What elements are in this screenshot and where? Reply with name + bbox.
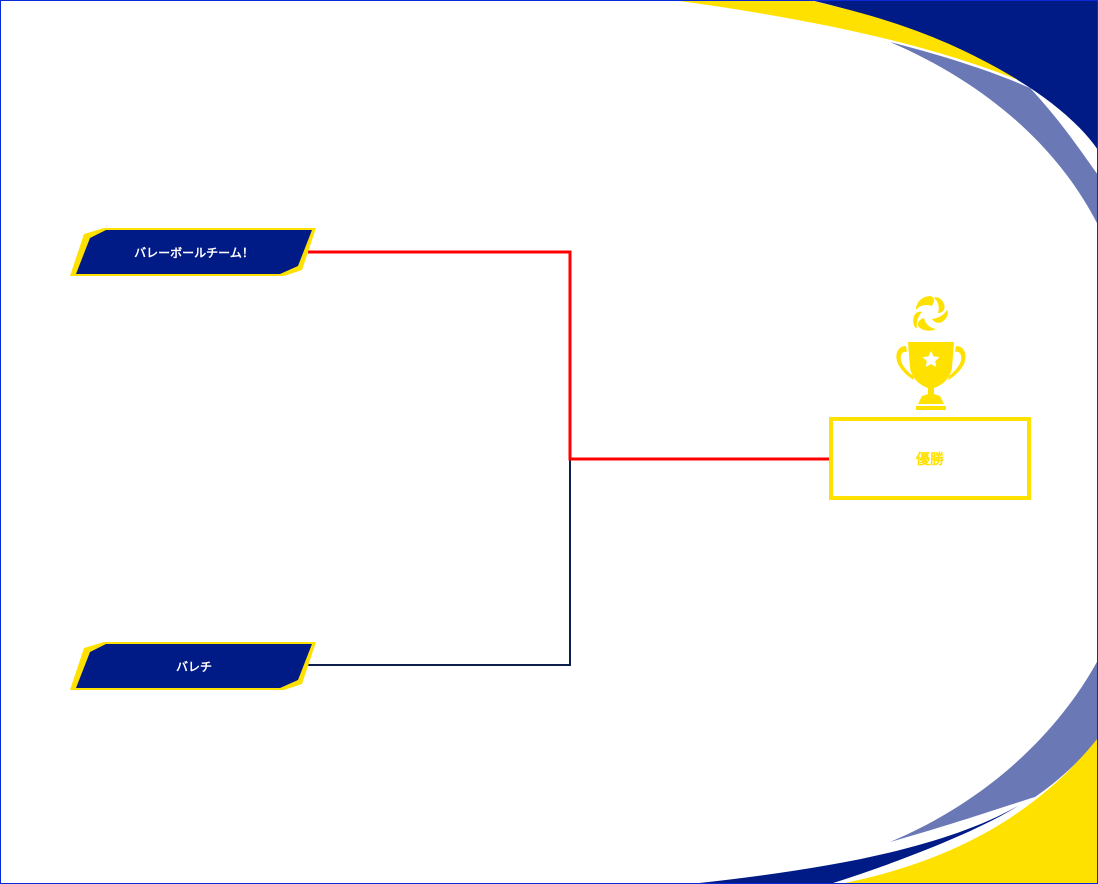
star-icon — [922, 351, 940, 367]
team-slot-background — [70, 228, 316, 276]
team-slot-background — [70, 642, 316, 690]
volleyball-icon — [913, 296, 948, 331]
team-slot-bottom[interactable]: バレチ — [70, 642, 316, 690]
team-name: バレーボールチーム！ — [134, 245, 254, 260]
loser-line — [308, 459, 571, 666]
winner-line — [308, 250, 829, 461]
trophy-icon — [896, 296, 966, 410]
winner-box[interactable]: 優勝 — [829, 417, 1031, 500]
team-slot-top[interactable]: バレーボールチーム！ — [70, 228, 316, 276]
team-name: バレチ — [175, 659, 212, 674]
winner-label: 優勝 — [916, 451, 944, 468]
trophy-cup — [896, 342, 966, 410]
